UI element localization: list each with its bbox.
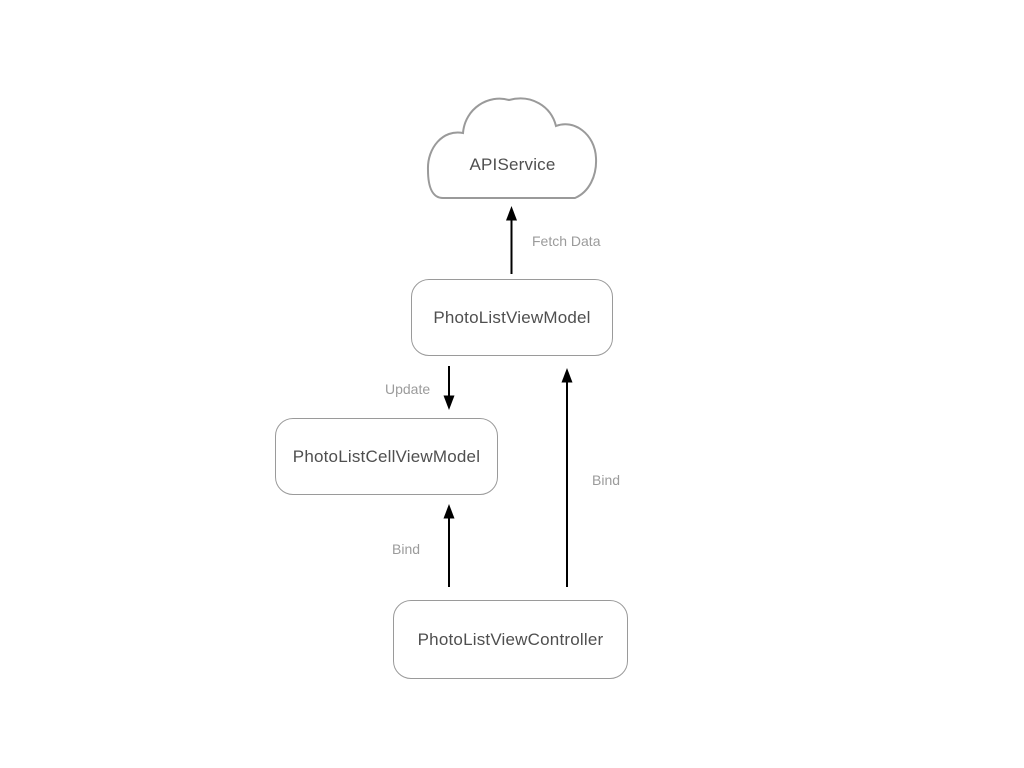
node-label-photo-list-view-model: PhotoListViewModel — [433, 307, 591, 327]
node-apiservice-label-wrap: APIService — [427, 150, 598, 180]
edge-label-bind-left: Bind — [392, 541, 421, 557]
bind-right-arrowhead — [561, 368, 573, 383]
update-arrowhead — [443, 395, 455, 410]
node-label-apiservice: APIService — [469, 155, 556, 174]
edge-bind-left-arrow — [443, 504, 455, 587]
edge-bind-right-arrow — [561, 368, 573, 587]
edge-fetch-data-arrow — [506, 206, 517, 274]
edge-label-update: Update — [385, 381, 431, 397]
node-label-photo-list-view-controller: PhotoListViewController — [417, 629, 604, 649]
cloud-outline — [426, 97, 598, 199]
apiservice-cloud-shape — [426, 97, 598, 199]
edge-update-arrow — [443, 366, 455, 410]
edge-label-fetch-data: Fetch Data — [532, 233, 601, 249]
fetch-data-arrowhead — [506, 206, 517, 221]
node-photo-list-view-model: PhotoListViewModel — [411, 279, 613, 356]
bind-left-arrowhead — [443, 504, 455, 519]
node-photo-list-cell-view-model: PhotoListCellViewModel — [275, 418, 498, 495]
node-photo-list-view-controller: PhotoListViewController — [393, 600, 628, 679]
edge-label-bind-right: Bind — [592, 472, 621, 488]
node-label-photo-list-cell-view-model: PhotoListCellViewModel — [292, 446, 481, 466]
